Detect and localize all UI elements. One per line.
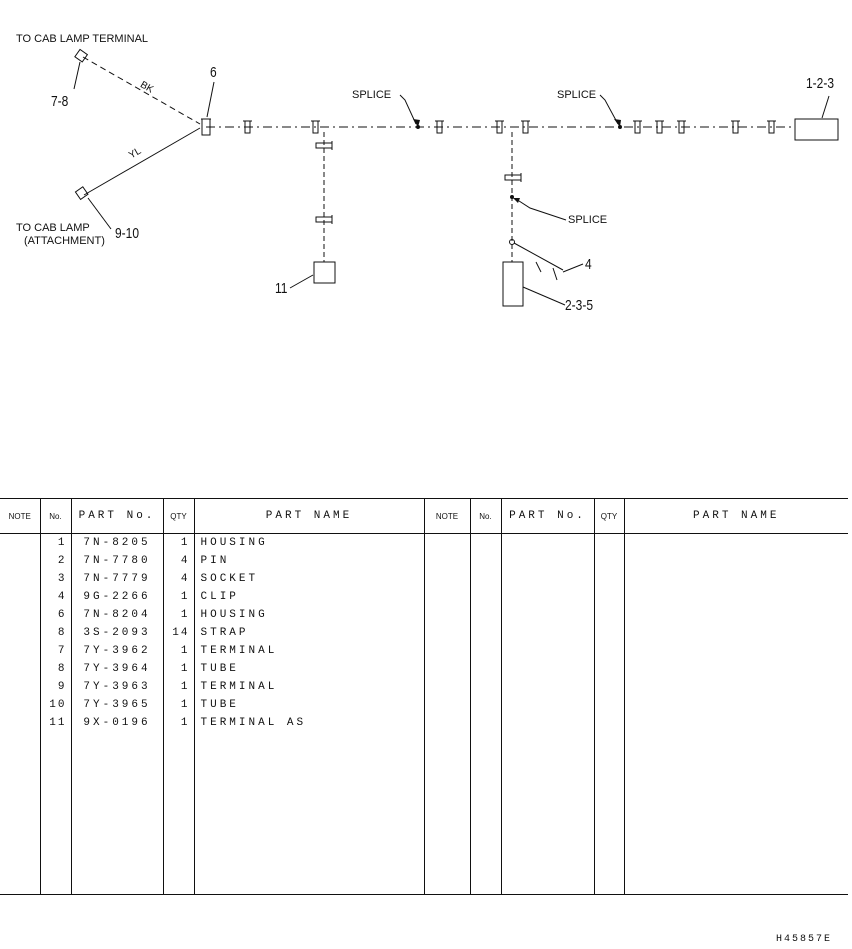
cell-part-name: SOCKET bbox=[200, 573, 259, 585]
cell-part-name: HOUSING bbox=[200, 609, 268, 621]
parts-list-table: NOTE No. PART No. QTY PART NAME NOTE No.… bbox=[0, 498, 848, 895]
label-splice-1: SPLICE bbox=[352, 89, 392, 101]
cell-part-no: 7Y-3964 bbox=[83, 663, 151, 675]
cell-qty: 1 bbox=[180, 663, 190, 675]
cell-part-name: TERMINAL bbox=[200, 645, 278, 657]
cell-part-no: 7N-8204 bbox=[83, 609, 151, 621]
header-note-right: NOTE bbox=[424, 498, 471, 534]
cell-qty: 1 bbox=[180, 537, 190, 549]
cell-qty: 4 bbox=[180, 573, 190, 585]
cell-no: 3 bbox=[57, 573, 67, 585]
table-body-row: 1 2 3 4 6 8 7 8 9 10 11 7N-8205 7N-7780 … bbox=[0, 533, 848, 895]
cell-qty: 1 bbox=[180, 717, 190, 729]
header-no-left: No. bbox=[40, 498, 72, 534]
cell-qty: 1 bbox=[180, 609, 190, 621]
cell-qty: 4 bbox=[180, 555, 190, 567]
splice-point-3 bbox=[510, 195, 514, 199]
header-part-no-right: PART No. bbox=[501, 498, 595, 534]
header-qty-right: QTY bbox=[594, 498, 625, 534]
wire-yl bbox=[83, 127, 201, 196]
cell-qty: 14 bbox=[172, 627, 190, 639]
wiring-diagram: TO CAB LAMP TERMINAL TO CAB LAMP (ATTACH… bbox=[0, 0, 852, 470]
col-part-no-right bbox=[501, 533, 595, 895]
cell-no: 7 bbox=[57, 645, 67, 657]
label-to-cab-lamp-attachment-1: TO CAB LAMP bbox=[16, 222, 90, 234]
callout-11: 11 bbox=[275, 280, 288, 297]
terminal-11 bbox=[313, 261, 336, 284]
cell-part-name: HOUSING bbox=[200, 537, 268, 549]
cell-no: 1 bbox=[57, 537, 67, 549]
header-qty-left: QTY bbox=[163, 498, 195, 534]
cell-no: 6 bbox=[57, 609, 67, 621]
callout-1-2-3: 1-2-3 bbox=[806, 75, 835, 92]
col-note-right bbox=[424, 533, 471, 895]
header-note-left: NOTE bbox=[0, 498, 41, 534]
cell-part-name: TERMINAL AS bbox=[200, 717, 307, 729]
drawing-code: H45857E bbox=[776, 934, 833, 945]
cell-part-name: STRAP bbox=[200, 627, 249, 639]
cell-qty: 1 bbox=[180, 591, 190, 603]
cell-part-name: CLIP bbox=[200, 591, 239, 603]
cell-part-name: TUBE bbox=[200, 699, 239, 711]
col-no-left: 1 2 3 4 6 8 7 8 9 10 11 bbox=[40, 533, 72, 895]
label-splice-2: SPLICE bbox=[557, 89, 597, 101]
cell-no: 11 bbox=[49, 717, 67, 729]
callout-4: 4 bbox=[585, 256, 592, 273]
cell-part-no: 7Y-3962 bbox=[83, 645, 151, 657]
housing-1-2-3 bbox=[794, 118, 839, 141]
callout-9-10: 9-10 bbox=[115, 225, 140, 242]
cell-part-no: 7Y-3963 bbox=[83, 681, 151, 693]
cell-no: 10 bbox=[49, 699, 67, 711]
label-to-cab-lamp-terminal: TO CAB LAMP TERMINAL bbox=[16, 33, 149, 45]
col-part-no-left: 7N-8205 7N-7780 7N-7779 9G-2266 7N-8204 … bbox=[71, 533, 164, 895]
clip-4 bbox=[509, 239, 515, 245]
cell-part-no: 9G-2266 bbox=[83, 591, 151, 603]
col-qty-left: 1 4 4 1 1 14 1 1 1 1 1 bbox=[163, 533, 195, 895]
label-splice-3: SPLICE bbox=[568, 214, 608, 226]
cell-part-no: 7Y-3965 bbox=[83, 699, 151, 711]
col-no-right bbox=[470, 533, 502, 895]
header-part-name-left: PART NAME bbox=[194, 498, 425, 534]
cell-qty: 1 bbox=[180, 681, 190, 693]
col-part-name-left: HOUSING PIN SOCKET CLIP HOUSING STRAP TE… bbox=[194, 533, 425, 895]
housing-2-3-5 bbox=[502, 261, 524, 307]
wire-bk bbox=[82, 56, 201, 125]
wiring-diagram-svg bbox=[73, 48, 839, 307]
col-qty-right bbox=[594, 533, 625, 895]
straps bbox=[243, 120, 776, 224]
cell-part-no: 3S-2093 bbox=[83, 627, 151, 639]
cell-no: 9 bbox=[57, 681, 67, 693]
callout-2-3-5: 2-3-5 bbox=[565, 297, 594, 314]
callout-7-8: 7-8 bbox=[51, 93, 69, 110]
header-part-no-left: PART No. bbox=[71, 498, 164, 534]
cell-no: 8 bbox=[57, 663, 67, 675]
label-to-cab-lamp-attachment-2: (ATTACHMENT) bbox=[24, 235, 105, 247]
cell-qty: 1 bbox=[180, 645, 190, 657]
cell-qty: 1 bbox=[180, 699, 190, 711]
cell-no: 4 bbox=[57, 591, 67, 603]
header-part-name-right: PART NAME bbox=[624, 498, 848, 534]
cell-part-no: 9X-0196 bbox=[83, 717, 151, 729]
cell-no: 2 bbox=[57, 555, 67, 567]
cell-part-no: 7N-7780 bbox=[83, 555, 151, 567]
parts-table: NOTE No. PART No. QTY PART NAME NOTE No.… bbox=[0, 498, 848, 895]
col-part-name-right bbox=[624, 533, 848, 895]
table-header-row: NOTE No. PART No. QTY PART NAME NOTE No.… bbox=[0, 498, 848, 534]
cell-part-no: 7N-7779 bbox=[83, 573, 151, 585]
cell-no: 8 bbox=[57, 627, 67, 639]
callout-6: 6 bbox=[210, 64, 217, 81]
cell-part-name: TUBE bbox=[200, 663, 239, 675]
header-no-right: No. bbox=[470, 498, 502, 534]
cell-part-no: 7N-8205 bbox=[83, 537, 151, 549]
terminal-9-10 bbox=[74, 186, 89, 201]
cell-part-name: PIN bbox=[200, 555, 230, 567]
leader-lines bbox=[73, 61, 830, 306]
terminal-7-8 bbox=[74, 48, 89, 63]
cell-part-name: TERMINAL bbox=[200, 681, 278, 693]
col-note-left bbox=[0, 533, 41, 895]
